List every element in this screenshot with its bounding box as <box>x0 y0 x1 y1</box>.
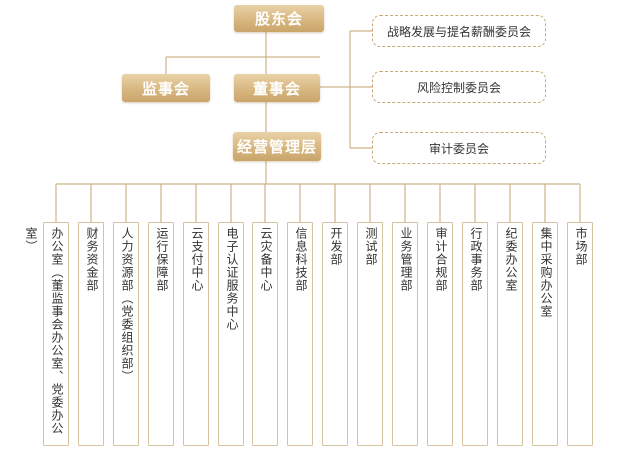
management-box: 经营管理层 <box>233 132 321 161</box>
dept-admin: 行政事务部 <box>462 222 488 446</box>
dept-business: 业务管理部 <box>392 222 418 446</box>
dept-discipline: 纪委办公室 <box>497 222 523 446</box>
dept-dev: 开发部 <box>322 222 348 446</box>
dept-it: 信息科技部 <box>287 222 313 446</box>
dept-label: 开发部 <box>329 227 343 266</box>
dept-audit-compliance: 审计合规部 <box>427 222 453 446</box>
dept-label: 集中采购办公室 <box>539 227 553 318</box>
dept-label: 财务资金部 <box>85 227 99 292</box>
dept-hr: 人力资源部︵党委组织部︶ <box>113 222 139 446</box>
board-label: 董事会 <box>252 79 301 98</box>
dept-procurement: 集中采购办公室 <box>532 222 558 446</box>
management-label: 经营管理层 <box>236 138 317 156</box>
dept-label: 运行保障部 <box>155 227 169 292</box>
dept-market: 市场部 <box>567 222 593 446</box>
board-box: 董事会 <box>234 74 320 102</box>
dept-label: 市场部 <box>574 227 588 266</box>
dept-office: 办公室︵董监事会办公室、党委办公室︶ <box>24 222 69 446</box>
dept-label: 办公室︵董监事会办公室、党委办公室︶ <box>24 227 64 435</box>
dept-test: 测试部 <box>357 222 383 446</box>
dept-cloud-payment: 云支付中心 <box>183 222 209 446</box>
supervisors-box: 监事会 <box>122 74 210 102</box>
dept-label: 云支付中心 <box>190 227 204 292</box>
dept-label: 业务管理部 <box>399 227 413 292</box>
dept-finance: 财务资金部 <box>78 222 104 446</box>
committee-audit-label: 审计委员会 <box>428 141 489 156</box>
shareholders-box: 股东会 <box>234 5 324 32</box>
dept-label: 信息科技部 <box>294 227 308 292</box>
dept-operations: 运行保障部 <box>148 222 174 446</box>
dept-label: 云灾备中心 <box>259 227 273 292</box>
dept-label: 行政事务部 <box>469 227 483 292</box>
dept-e-cert: 电子认证服务中心 <box>218 222 244 446</box>
supervisors-label: 监事会 <box>141 79 190 98</box>
dept-label: 纪委办公室 <box>504 227 518 292</box>
committee-risk-label: 风险控制委员会 <box>416 80 501 95</box>
committee-audit: 审计委员会 <box>372 132 546 164</box>
dept-label: 人力资源部︵党委组织部︶ <box>120 227 134 383</box>
committee-strategy: 战略发展与提名薪酬委员会 <box>372 15 546 47</box>
dept-label: 审计合规部 <box>434 227 448 292</box>
dept-cloud-dr: 云灾备中心 <box>252 222 278 446</box>
shareholders-label: 股东会 <box>254 10 303 28</box>
committee-risk: 风险控制委员会 <box>372 71 546 103</box>
dept-label: 测试部 <box>364 227 378 266</box>
committee-strategy-label: 战略发展与提名薪酬委员会 <box>386 24 531 39</box>
dept-label: 电子认证服务中心 <box>225 227 239 331</box>
